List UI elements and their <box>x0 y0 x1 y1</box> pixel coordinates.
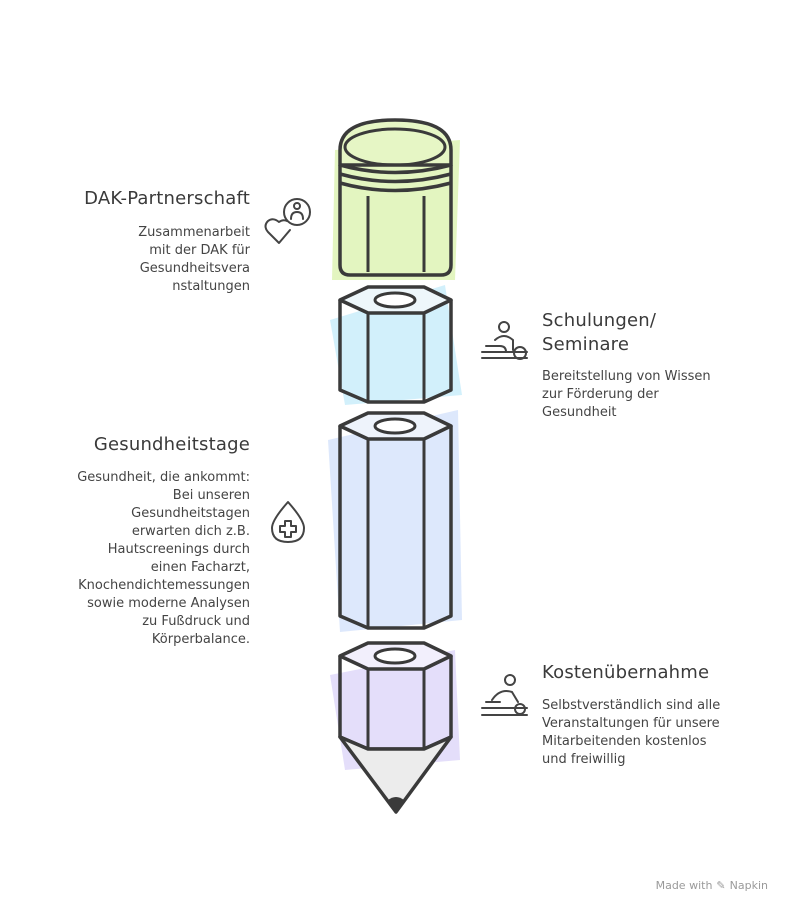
footer-made-with: Made with <box>655 879 713 892</box>
item-3-desc-line: Gesundheitstagen <box>131 506 250 521</box>
item-1-desc-line: nstaltungen <box>172 279 250 294</box>
pencil-tip <box>338 735 453 814</box>
item-3-desc-line: einen Facharzt, <box>150 560 250 575</box>
item-2-desc-line: zur Förderung der <box>542 387 659 402</box>
item-3-desc-line: zu Fußdruck und <box>142 614 250 629</box>
medical-drop-icon <box>271 501 305 543</box>
pencil-segment-2 <box>330 285 462 405</box>
napkin-logo-icon: ✎ <box>716 879 726 892</box>
footer-brand: Napkin <box>729 879 768 892</box>
item-3-desc-line: Gesundheit, die ankommt: <box>77 470 250 485</box>
pencil-segment-4 <box>330 641 460 770</box>
pencil-segment-1 <box>332 118 460 280</box>
item-3-desc-line: erwarten dich z.B. <box>131 524 250 539</box>
item-3-desc-line: Hautscreenings durch <box>107 542 250 557</box>
footer-attribution: Made with ✎ Napkin <box>656 879 768 892</box>
item-1-desc: Zusammenarbeit mit der DAK für Gesundhei… <box>30 224 250 296</box>
item-1-desc-line: mit der DAK für <box>149 243 250 258</box>
item-2-desc-line: Gesundheit <box>542 405 617 420</box>
item-1-title: DAK-Partnerschaft <box>84 188 250 209</box>
item-2-title-line: Schulungen/ <box>542 310 657 331</box>
item-4-desc-line: Veranstaltungen für unsere <box>542 716 720 731</box>
item-3-desc-line: Knochendichtemessungen <box>78 578 250 593</box>
item-3-desc-line: Bei unseren <box>172 488 250 503</box>
item-4-desc-line: und freiwillig <box>542 752 626 767</box>
item-3-desc: Gesundheit, die ankommt: Bei unseren Ges… <box>10 469 250 649</box>
item-4-desc: Selbstverständlich sind alle Veranstaltu… <box>542 697 777 769</box>
treatment-icon <box>481 674 528 716</box>
massage-icon <box>481 321 528 360</box>
item-2-desc-line: Bereitstellung von Wissen <box>542 369 711 384</box>
item-2-title: Schulungen/ Seminare <box>542 309 772 357</box>
item-1-desc-line: Zusammenarbeit <box>138 225 250 240</box>
heart-network-icon <box>264 198 311 244</box>
item-3-title: Gesundheitstage <box>93 434 250 455</box>
item-2-title-line: Seminare <box>542 334 630 355</box>
item-2-desc: Bereitstellung von Wissen zur Förderung … <box>542 368 772 422</box>
item-1-desc-line: Gesundheitsvera <box>139 261 250 276</box>
item-3-desc-line: Körperbalance. <box>151 632 250 647</box>
item-4-desc-line: Selbstverständlich sind alle <box>542 698 721 713</box>
item-4-desc-line: Mitarbeitenden kostenlos <box>542 734 707 749</box>
item-4-title: Kostenübernahme <box>542 662 710 683</box>
pencil-segment-3 <box>328 410 462 632</box>
item-3-desc-line: sowie moderne Analysen <box>87 596 250 611</box>
